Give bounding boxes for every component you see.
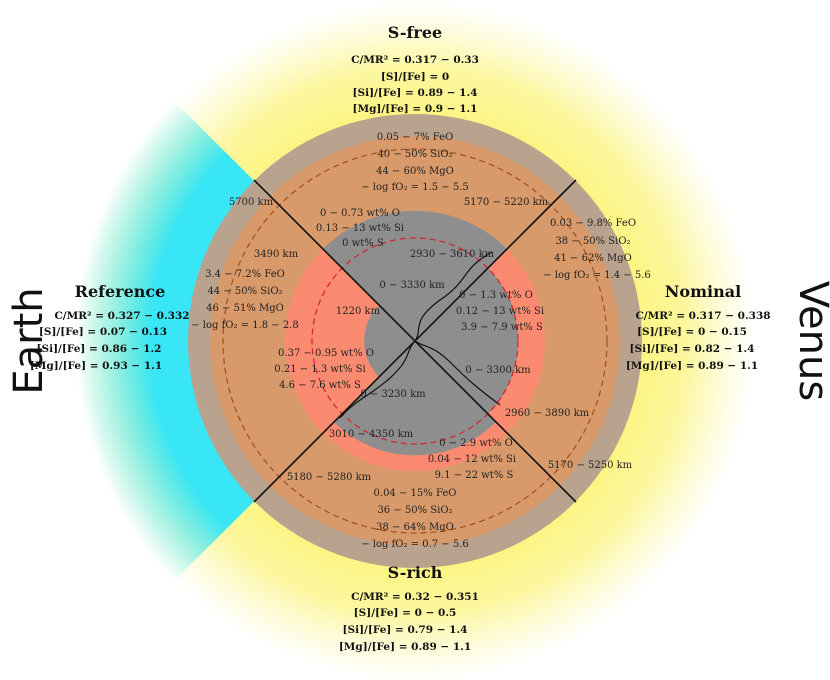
radius-inner-label: 0 − 3300 km — [465, 365, 531, 376]
core-line: 0.21 − 1.3 wt% Si — [274, 364, 365, 375]
mantle-line: − log fO₂ = 1.8 − 2.8 — [191, 320, 299, 331]
core-line: 0.37 − 0.95 wt% O — [278, 348, 374, 359]
dashed-mantle-range — [222, 148, 608, 534]
mantle-line: 38 − 50% SiO₂ — [555, 236, 630, 247]
core-line: 0 − 0.73 wt% O — [320, 208, 400, 219]
dashed-core-range — [311, 237, 519, 445]
core-line: 0.12 − 13 wt% Si — [456, 306, 544, 317]
quadrant-title: Nominal — [665, 282, 741, 301]
core-line: 3.9 − 7.9 wt% S — [461, 322, 543, 333]
mantle-line: 44 − 50% SiO₂ — [207, 286, 282, 297]
stat-line: [Si]/[Fe] = 0.82 − 1.4 — [630, 343, 755, 355]
core-line: 0 − 2.9 wt% O — [439, 438, 513, 449]
radius-inner-label: 0 − 3330 km — [379, 280, 445, 291]
quadrant-s-rich: S-rich C/MR² = 0.32 − 0.351 [S]/[Fe] = 0… — [287, 389, 516, 653]
stat-line: C/MR² = 0.327 − 0.332 — [54, 310, 189, 322]
core-line: 4.6 − 7.6 wt% S — [279, 380, 361, 391]
mantle-line: 3.4 − 7.2% FeO — [205, 269, 285, 280]
radius-inner-label: 0 − 3230 km — [360, 389, 426, 400]
venus-label: Venus — [790, 281, 830, 401]
mantle-line: 36 − 50% SiO₂ — [377, 505, 452, 516]
stat-line: [S]/[Fe] = 0 — [381, 71, 449, 83]
radius-brace — [339, 340, 416, 419]
mantle-line: 0.05 − 7% FeO — [377, 132, 454, 143]
stat-line: [Mg]/[Fe] = 0.93 − 1.1 — [30, 360, 162, 372]
inner-core-layer-right — [415, 268, 519, 414]
core-line: 0 wt% S — [342, 238, 384, 249]
stat-line: [Mg]/[Fe] = 0.9 − 1.1 — [353, 103, 478, 115]
radius-core-label: 3490 km — [254, 249, 299, 260]
mantle-line: 40 − 50% SiO₂ — [377, 149, 452, 160]
mantle-line: 38 − 64% MgO — [376, 522, 454, 533]
mantle-line: 0.04 − 15% FeO — [374, 488, 457, 499]
stat-line: [Si]/[Fe] = 0.86 − 1.2 — [37, 343, 162, 355]
stat-line: [S]/[Fe] = 0 − 0.15 — [637, 326, 747, 338]
radius-core-label: 2960 − 3890 km — [505, 408, 590, 419]
quadrant-title: Reference — [75, 282, 166, 301]
radius-brace — [414, 251, 493, 342]
inner-core-layer-bottom — [334, 341, 496, 456]
mantle-line: 44 − 60% MgO — [376, 166, 454, 177]
core-line: 0.04 − 12 wt% Si — [428, 454, 516, 465]
core-line: 0.13 − 13 wt% Si — [316, 223, 404, 234]
mantle-line: 0.03 − 9.8% FeO — [550, 218, 636, 229]
mantle-line: − log fO₂ = 1.4 − 5.6 — [543, 270, 651, 281]
stat-line: [Mg]/[Fe] = 0.89 − 1.1 — [339, 641, 471, 653]
quadrant-title: S-rich — [388, 563, 443, 582]
quadrant-nominal: Nominal C/MR² = 0.317 − 0.338 [S]/[Fe] =… — [456, 218, 771, 471]
radius-outer-label: 5700 km — [229, 197, 274, 208]
quadrant-s-free: S-free C/MR² = 0.317 − 0.33 [S]/[Fe] = 0… — [316, 23, 549, 291]
radius-core-label: 2930 − 3610 km — [410, 249, 495, 260]
mantle-line: − log fO₂ = 0.7 − 5.6 — [361, 539, 469, 550]
radius-outer-label: 5170 − 5250 km — [548, 460, 633, 471]
radius-outer-label: 5180 − 5280 km — [287, 472, 372, 483]
mantle-line: 41 − 62% MgO — [554, 253, 632, 264]
radius-inner-label: 1220 km — [336, 306, 381, 317]
stat-line: C/MR² = 0.317 − 0.33 — [351, 54, 479, 66]
core-line: 0 − 1.3 wt% O — [459, 290, 533, 301]
stat-line: C/MR² = 0.32 − 0.351 — [351, 591, 479, 603]
stat-line: C/MR² = 0.317 − 0.338 — [635, 310, 770, 322]
stat-line: [S]/[Fe] = 0 − 0.5 — [354, 607, 457, 619]
inner-core-layer-left — [364, 305, 415, 377]
stat-line: [Si]/[Fe] = 0.79 − 1.4 — [343, 624, 468, 636]
stat-line: [S]/[Fe] = 0.07 − 0.13 — [39, 326, 167, 338]
earth-label: Earth — [6, 287, 52, 394]
radius-outer-label: 5170 − 5220 km — [464, 197, 549, 208]
radius-core-label: 3010 − 4350 km — [329, 429, 414, 440]
stat-line: [Si]/[Fe] = 0.89 − 1.4 — [353, 87, 478, 99]
quadrant-title: S-free — [388, 23, 442, 42]
mantle-line: 46 − 51% MgO — [206, 303, 284, 314]
mantle-line: − log fO₂ = 1.5 − 5.5 — [361, 182, 469, 193]
radius-brace — [414, 340, 501, 406]
stat-line: [Mg]/[Fe] = 0.89 − 1.1 — [626, 360, 758, 372]
quadrant-reference: Reference C/MR² = 0.327 − 0.332 [S]/[Fe]… — [30, 197, 381, 391]
inner-core-layer — [323, 210, 507, 341]
core-line: 9.1 − 22 wt% S — [435, 470, 514, 481]
